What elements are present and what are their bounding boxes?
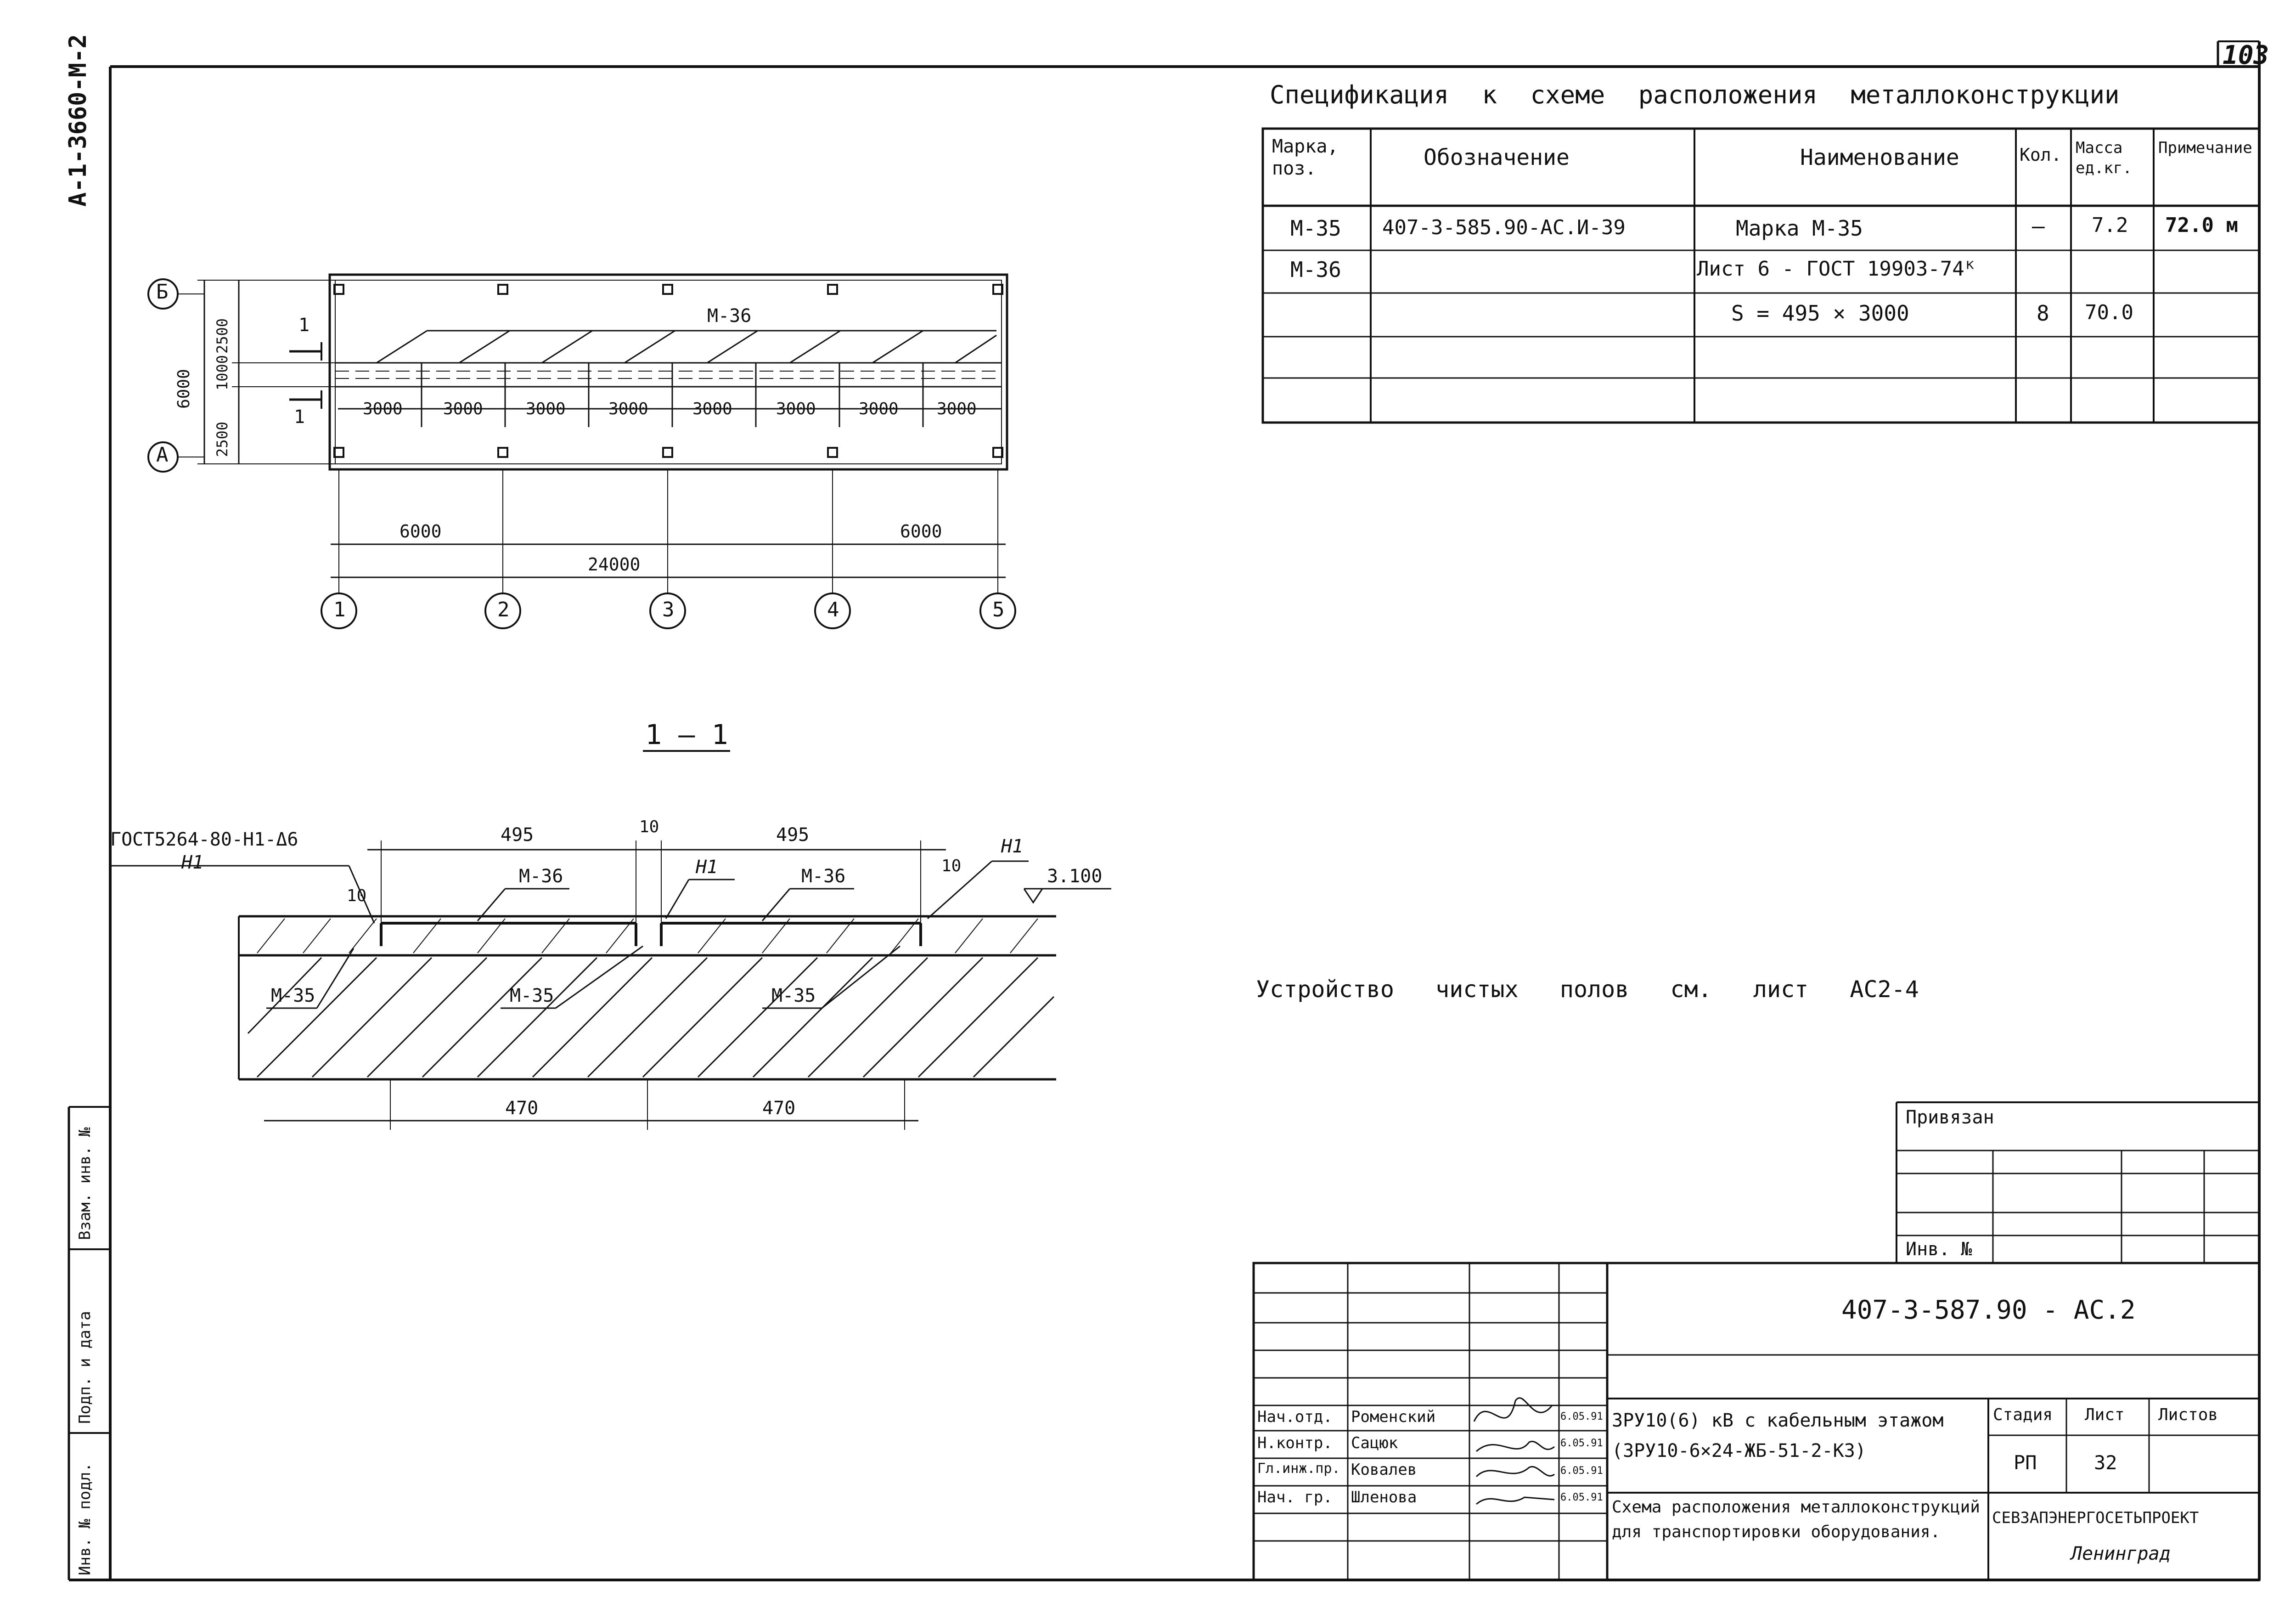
dim-495-right: 495 [776,824,810,846]
stamp-project-title: ЗРУ10(6) кВ с кабельным этажом (ЗРУ10-6×… [1612,1410,1944,1461]
stamp-sheets-label: Листов [2158,1405,2218,1424]
spec-cell: 7.2 [2092,214,2128,237]
spec-cell: М-36 [1290,257,1341,282]
spec-cell: — [2032,214,2045,238]
sheet-number: 103 [2223,40,2269,70]
cut-mark-bottom: 1 [294,406,305,428]
spec-title: Спецификация к схеме расположения металл… [1270,80,2120,109]
axis-label-b: Б [156,280,169,304]
spec-cell: S = 495 × 3000 [1731,301,1909,326]
bay-dim: 3000 [526,400,566,418]
spec-cell: 72.0 м [2165,214,2238,237]
spec-cell: Лист 6 - ГОСТ 19903-74ᴷ [1697,257,1977,281]
dim-470-left: 470 [505,1098,539,1119]
stamp-drawing-title: Схема расположения металлоконструкций дл… [1612,1498,1980,1541]
stamp-date: 6.05.91 [1560,1492,1603,1503]
bay-dim: 3000 [363,400,403,418]
stamp-name: Шленова [1351,1488,1417,1506]
plan-view [147,273,1016,629]
bay-dim: 3000 [776,400,816,418]
floor-note: Устройство чистых полов см. лист АС2-4 [1256,976,1919,1003]
spec-header-note: Примечание [2158,139,2252,157]
axis-num-5: 5 [992,598,1005,621]
spec-cell: М-35 [1290,216,1341,241]
cut-mark-top: 1 [298,315,310,336]
side-strip-label: Взам. инв. № [76,1127,94,1240]
stamp-doc-code: 407-3-587.90 - АС.2 [1841,1295,2136,1325]
bay-dim: 3000 [692,400,732,418]
stamp-grid [1252,1101,2261,1581]
plan-dim-24000: 24000 [588,554,641,575]
plan-dim-6000-right: 6000 [900,521,942,542]
spec-cell: 70.0 [2085,301,2133,324]
level-mark: 3.100 [1047,866,1103,887]
axis-label-a: А [156,443,169,467]
axis-num-4: 4 [827,598,839,621]
spec-header-mass: Масса ед.кг. [2076,139,2132,177]
m35-right: М-35 [771,985,816,1006]
bay-dim: 3000 [859,400,899,418]
spec-cell: Марка М-35 [1736,216,1863,241]
stamp-date: 6.05.91 [1560,1465,1603,1477]
gost-label: ГОСТ5264-80-Н1-Δ6 [110,829,298,850]
stamp-sheet: 32 [2094,1451,2117,1474]
spec-table-grid [1261,127,2261,424]
dim-470-right: 470 [762,1098,796,1119]
stamp-date: 6.05.91 [1560,1411,1603,1422]
dim-10-mid: 10 [639,818,659,836]
spec-header-designation: Обозначение [1424,145,1570,170]
side-strip-label: Инв. № подл. [76,1462,94,1575]
plan-dim-6000-vertical: 6000 [174,369,193,409]
spec-header-mark: Марка, поз. [1272,136,1339,179]
bay-dim: 3000 [937,400,977,418]
archive-code: А-1-3660-М-2 [64,34,92,207]
axis-num-3: 3 [662,598,675,621]
plan-dim-6000-left: 6000 [400,521,442,542]
dim-10-right: 10 [941,857,962,875]
stamp-role: Гл.инж.пр. [1257,1461,1340,1477]
side-strip-label: Подп. и дата [76,1311,94,1424]
spec-header-name: Наименование [1800,145,1959,170]
stamp-role: Н.контр. [1257,1434,1333,1452]
stamp-org: СЕВЗАПЭНЕРГОСЕТЬПРОЕКТ [1992,1509,2199,1527]
stamp-role: Нач. гр. [1257,1488,1333,1506]
dim-10-left: 10 [347,886,367,905]
spec-cell: 8 [2037,301,2049,326]
stamp-date: 6.05.91 [1560,1438,1603,1449]
plan-dim-2500-top: 2500 [214,318,231,354]
plan-dim-2500-bottom: 2500 [214,421,231,457]
n1-label-mid: Н1 [696,857,718,878]
bay-dim: 3000 [608,400,648,418]
m36-right: М-36 [801,866,846,887]
stamp-sheet-label: Лист [2085,1405,2125,1424]
stamp-inv-label: Инв. № [1906,1239,1972,1260]
stamp-privyazan: Привязан [1906,1107,1994,1128]
stamp-name: Сацюк [1351,1434,1398,1452]
stamp-name: Ковалев [1351,1461,1417,1479]
section-view [110,750,1111,1130]
n1-label-right: Н1 [1001,836,1024,857]
stamp-name: Роменский [1351,1408,1436,1426]
m35-mid: М-35 [510,985,554,1006]
section-title: 1 — 1 [645,719,728,751]
plan-dim-1000: 1000 [214,355,231,390]
m35-left: М-35 [271,985,315,1006]
axis-num-2: 2 [497,598,510,621]
stamp-role: Нач.отд. [1257,1408,1333,1426]
m36-left: М-36 [519,866,563,887]
stamp-city: Ленинград [2071,1543,2171,1564]
stamp-stage-label: Стадия [1993,1405,2053,1424]
bay-dim: 3000 [443,400,483,418]
stamp-stage: РП [2014,1451,2037,1474]
plan-label-m36: М-36 [707,305,752,327]
spec-header-qty: Кол. [2020,145,2062,165]
spec-cell: 407-3-585.90-АС.И-39 [1382,216,1626,239]
n1-label-left: Н1 [181,852,204,873]
dim-495-left: 495 [501,824,534,846]
axis-num-1: 1 [333,598,346,621]
